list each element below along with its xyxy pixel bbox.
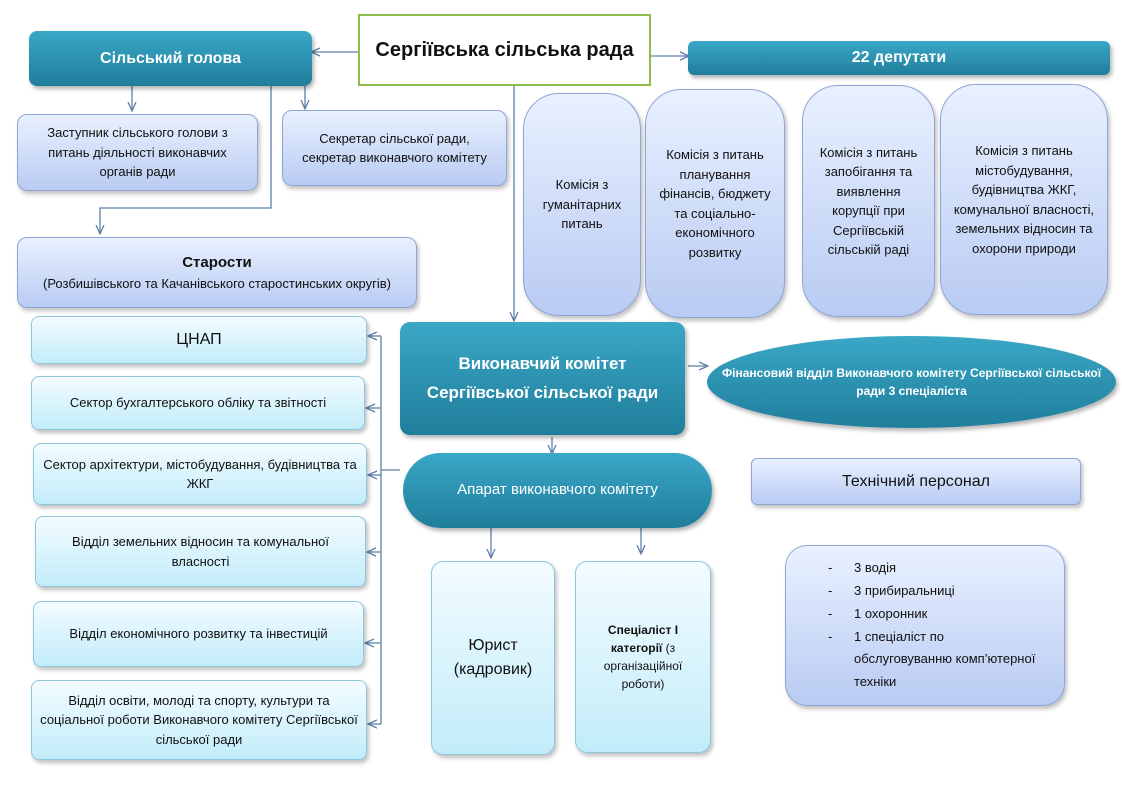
deputy-head-label: Заступник сільського голови з питань дія… [47, 125, 228, 180]
unit-education: Відділ освіти, молоді та спорту, культур… [31, 680, 367, 760]
secretary-box: Секретар сільської ради, секретар викона… [282, 110, 507, 186]
tech-staff-label: Технічний персонал [842, 472, 990, 490]
apparatus-box: Апарат виконавчого комітету [403, 453, 712, 528]
starosty-box: Старости (Розбишівського та Качанівськог… [17, 237, 417, 308]
lawyer-label: Юрист (кадровик) [453, 637, 533, 678]
deputies-label: 22 депутати [851, 49, 947, 66]
unit-cnap: ЦНАП [31, 316, 367, 364]
specialist-box: Спеціаліст І категорії (з організаційної… [575, 561, 711, 753]
list-item: -1 спеціаліст по обслуговуванню комп’юте… [828, 628, 1036, 690]
lawyer-box: Юрист (кадровик) [431, 561, 555, 755]
list-item: -3 водія [828, 560, 897, 576]
commission-label: Комісія з питань планування фінансів, бю… [659, 147, 771, 260]
commission-anticorruption: Комісія з питань запобігання та виявленн… [802, 85, 935, 317]
starosty-title: Старости [182, 253, 252, 271]
specialist-label: Спеціаліст І категорії (з організаційної… [584, 621, 702, 693]
commission-humanitarian: Комісія з гуманітарних питань [523, 93, 641, 316]
secretary-label: Секретар сільської ради, секретар викона… [302, 130, 487, 166]
head-box: Сільський голова [29, 31, 312, 86]
unit-land-relations: Відділ земельних відносин та комунальної… [35, 516, 366, 587]
unit-label: Відділ освіти, молоді та спорту, культур… [40, 692, 358, 747]
starosty-subtitle: (Розбишівського та Качанівського старост… [43, 276, 391, 291]
tech-list-box: -3 водія -3 прибиральниці -1 охоронник -… [785, 545, 1065, 706]
deputy-head-box: Заступник сільського голови з питань дія… [17, 114, 258, 191]
specialist-subtitle: (з організаційної роботи) [603, 641, 683, 691]
commission-urban-planning: Комісія з питань містобудування, будівни… [940, 84, 1108, 315]
commission-label: Комісія з гуманітарних питань [542, 177, 622, 232]
unit-label: ЦНАП [176, 331, 222, 348]
list-item: -1 охоронник [828, 605, 928, 621]
council-label: Сергіївська сільська рада [375, 39, 634, 61]
executive-committee-box: Виконавчий комітет Сергіївської сільсько… [400, 322, 685, 435]
unit-label: Сектор бухгалтерського обліку та звітнос… [69, 395, 327, 411]
commission-label: Комісія з питань містобудування, будівни… [953, 143, 1095, 256]
tech-list: -3 водія -3 прибиральниці -1 охоронник -… [822, 557, 1044, 694]
specialist-title: Спеціаліст І категорії [607, 623, 679, 655]
commission-label: Комісія з питань запобігання та виявленн… [819, 144, 918, 258]
head-label: Сільський голова [100, 49, 241, 67]
list-item: -3 прибиральниці [828, 583, 955, 598]
unit-economic-development: Відділ економічного розвитку та інвестиц… [33, 601, 364, 667]
finance-dept-label: Фінансовий відділ Виконавчого комітету С… [721, 366, 1102, 398]
unit-label: Відділ економічного розвитку та інвестиц… [69, 626, 328, 642]
deputies-box: 22 депутати [688, 41, 1110, 75]
council-box: Сергіївська сільська рада [358, 14, 651, 86]
unit-accounting: Сектор бухгалтерського обліку та звітнос… [31, 376, 365, 430]
finance-dept-box: Фінансовий відділ Виконавчого комітету С… [707, 336, 1116, 428]
unit-label: Сектор архітектури, містобудування, буді… [43, 456, 357, 492]
unit-label: Відділ земельних відносин та комунальної… [72, 534, 329, 569]
commission-finance: Комісія з питань планування фінансів, бю… [645, 89, 785, 318]
unit-architecture: Сектор архітектури, містобудування, буді… [33, 443, 367, 505]
apparatus-label: Апарат виконавчого комітету [457, 481, 658, 499]
tech-staff-box: Технічний персонал [751, 458, 1081, 505]
executive-committee-label: Виконавчий комітет Сергіївської сільсько… [426, 353, 659, 402]
